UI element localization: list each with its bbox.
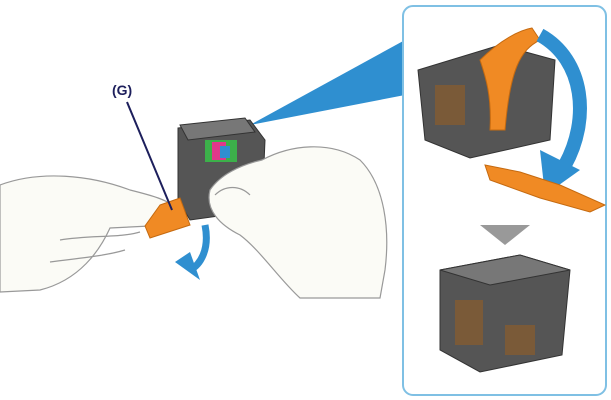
- zoom-wedge: [250, 40, 405, 125]
- right-hand: [208, 146, 388, 299]
- peel-arrow-icon: [536, 28, 587, 169]
- pull-arrow-head: [175, 252, 200, 280]
- callout-label-g: (G): [112, 82, 133, 98]
- protective-tape: [144, 197, 191, 239]
- step-arrow-icon: [480, 225, 530, 245]
- callout-line: [126, 101, 173, 211]
- cartridge-without-tape: [439, 254, 571, 373]
- cartridge-with-tape: [417, 27, 556, 159]
- removed-tape: [484, 164, 607, 213]
